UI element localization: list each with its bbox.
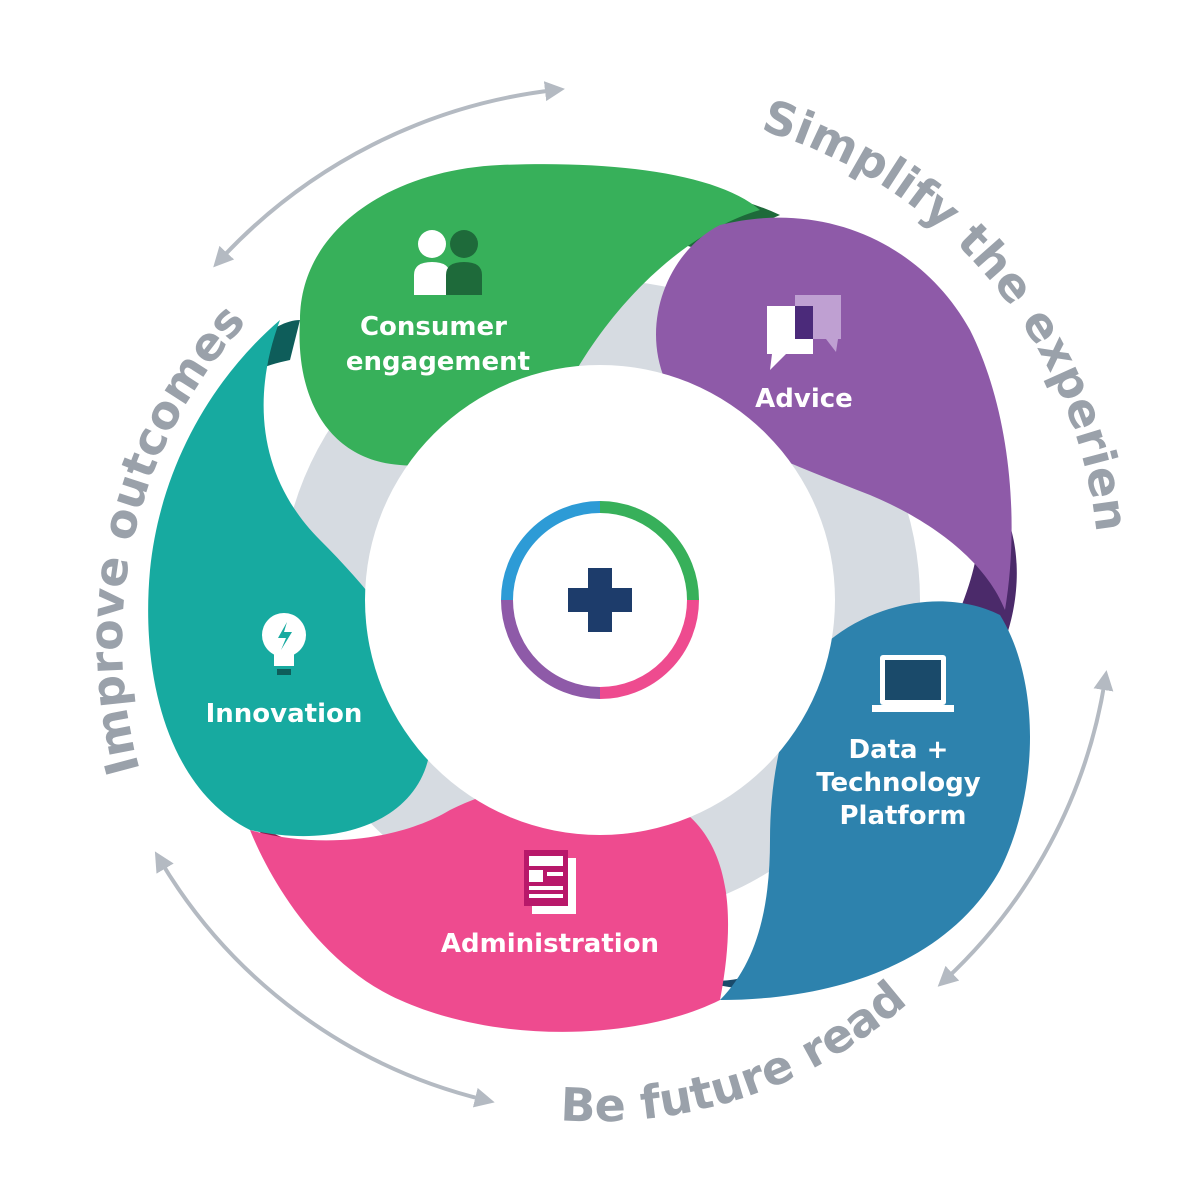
label-data: Data + Technology Platform: [816, 735, 990, 831]
laptop-icon: [872, 655, 954, 712]
label-admin: Administration: [441, 929, 659, 959]
document-icon: [524, 850, 576, 914]
segment-admin: [250, 782, 729, 1032]
segment-consumer: [299, 164, 760, 466]
chat-bubbles-icon: [767, 295, 841, 370]
label-consumer: Consumer engagement: [346, 312, 530, 377]
center-logo: [501, 501, 699, 699]
arrow-bottom-left: [154, 851, 495, 1108]
outer-arrows: [154, 81, 1114, 1108]
label-advice: Advice: [755, 384, 853, 414]
plus-icon: [568, 568, 632, 632]
arrow-top: [213, 81, 565, 268]
segment-innovation: [148, 320, 432, 837]
people-icon: [414, 230, 482, 295]
lightbulb-icon: [262, 613, 306, 675]
label-innovation: Innovation: [206, 699, 363, 729]
segment-advice: [656, 217, 1012, 610]
arrow-right: [937, 670, 1114, 987]
